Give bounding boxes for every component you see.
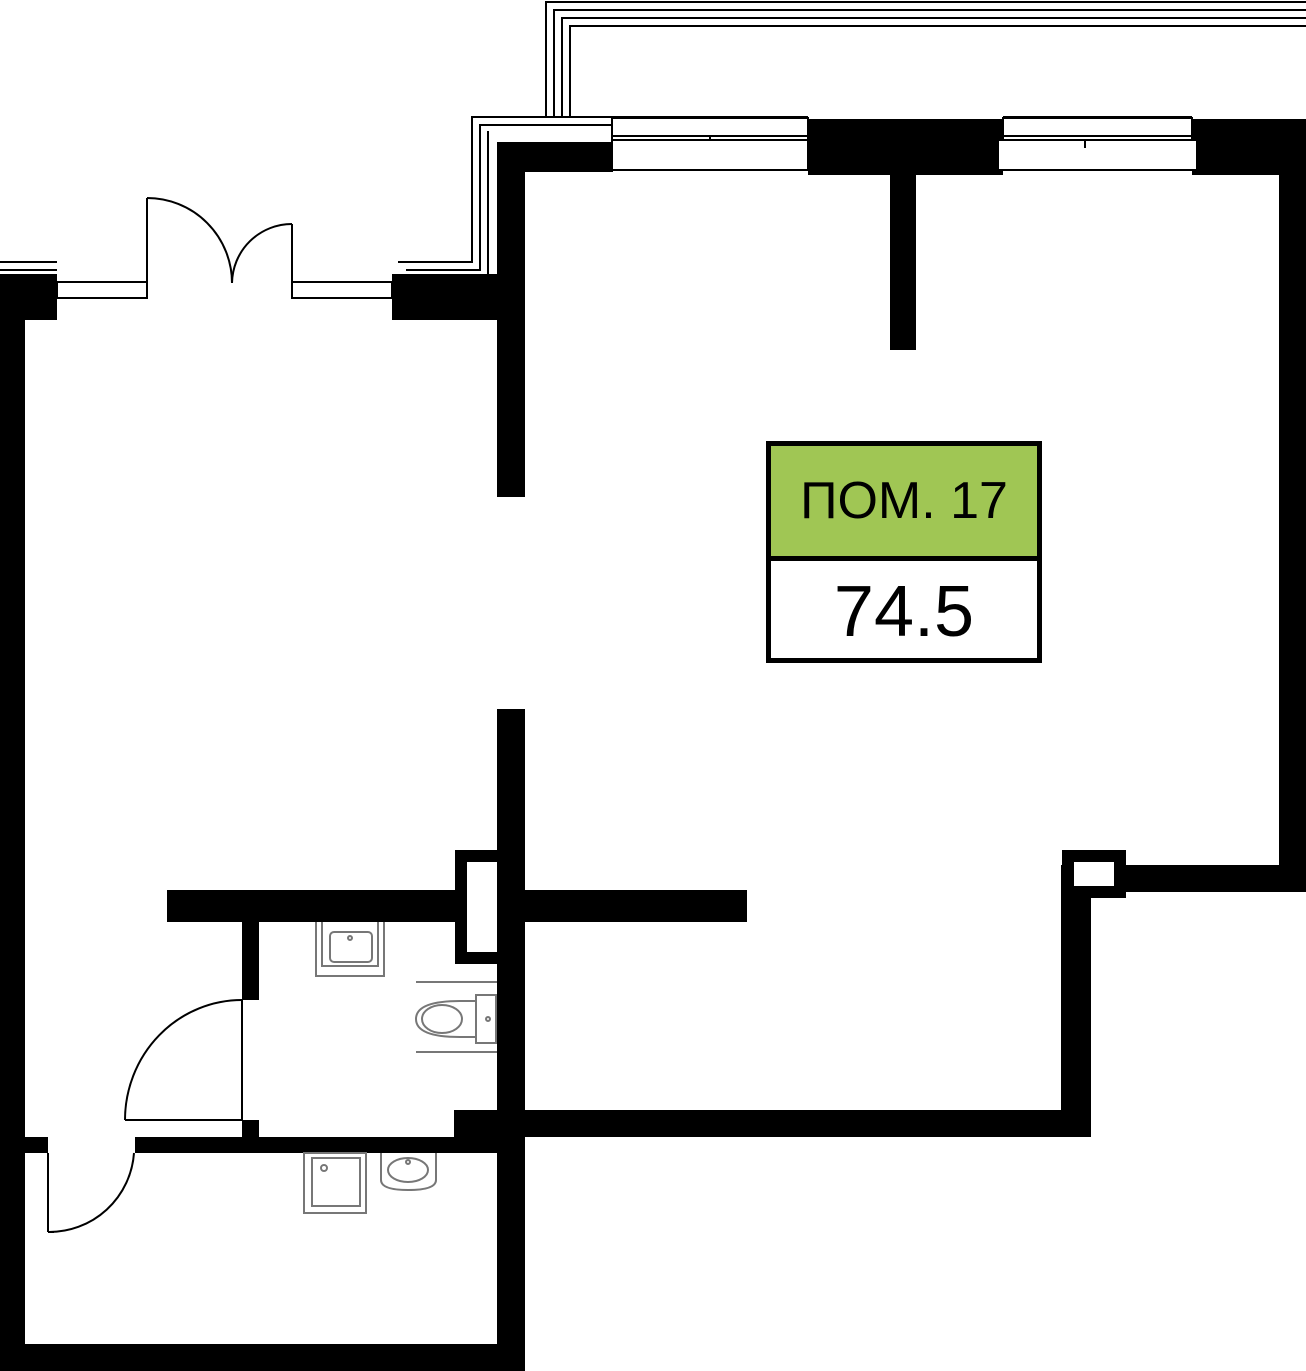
room-label: ПОМ. 17 74.5 (766, 441, 1042, 663)
shower-tray-icon (303, 1152, 367, 1214)
utility-door (47, 1152, 135, 1234)
room-area: 74.5 (833, 572, 975, 652)
toilet-icon (414, 981, 497, 1053)
double-entrance-door (146, 197, 293, 298)
bathroom-door (124, 999, 243, 1121)
columns (455, 850, 1126, 964)
sink-icon (315, 922, 385, 977)
room-name: ПОМ. 17 (771, 446, 1037, 561)
windows (56, 117, 1198, 299)
balcony-railing (545, 1, 1306, 118)
exterior-walls (0, 119, 1306, 1371)
washbasin-icon (380, 1153, 437, 1192)
